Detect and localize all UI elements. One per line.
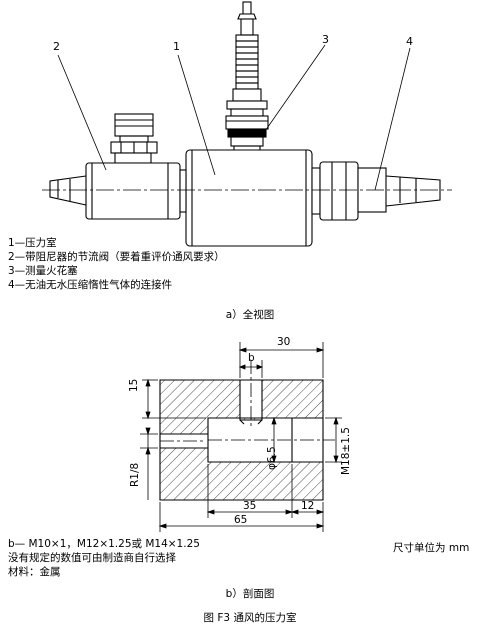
- dim-label-phi65: φ6.5: [266, 446, 278, 470]
- caption-section-view: b）剖面图: [225, 588, 275, 600]
- dim-m18: [325, 416, 342, 464]
- section-view-drawing: [140, 342, 342, 532]
- dim-label-65: 65: [234, 514, 248, 526]
- dim-r18: [140, 427, 158, 500]
- throttle-valve: [49, 113, 187, 220]
- dim-label-35: 35: [243, 500, 257, 512]
- callout-3: 3: [322, 33, 329, 46]
- dim-label-m18: M18±1.5: [340, 427, 352, 475]
- pressure-chamber-body: [185, 149, 313, 247]
- unit-note: 尺寸单位为 mm: [393, 542, 470, 554]
- dim-label-r18: R1/8: [129, 462, 141, 487]
- figure-title: 图 F3 通风的压力室: [203, 612, 297, 624]
- dim-30: [238, 342, 325, 378]
- dim-label-15: 15: [128, 378, 140, 392]
- leader-lines: [57, 44, 411, 191]
- dim-35-12: [206, 464, 325, 532]
- callout-1: 1: [173, 40, 180, 53]
- legend-item-4: 4—无油无水压缩惰性气体的连接件: [8, 279, 173, 291]
- dim-label-12: 12: [301, 500, 315, 512]
- dim-15: [142, 378, 206, 420]
- dim-b: [238, 360, 264, 378]
- dim-label-30: 30: [277, 336, 291, 348]
- note-b: b— M10×1，M12×1.25或 M14×1.25: [8, 538, 200, 550]
- legend-item-3: 3—测量火花塞: [8, 265, 78, 277]
- dim-phi65: [271, 416, 277, 464]
- caption-full-view: a）全视图: [225, 309, 275, 321]
- gas-connector: [311, 161, 441, 221]
- dim-label-b: b: [248, 352, 255, 364]
- callout-2: 2: [53, 40, 60, 53]
- note-manufacturer: 没有规定的数值可由制造商自行选择: [8, 552, 176, 564]
- legend-item-1: 1—压力室: [8, 237, 57, 249]
- note-material: 材料：金属: [8, 566, 61, 578]
- spark-plug: [225, 1, 269, 152]
- dim-65: [158, 502, 325, 532]
- full-view-drawing: [42, 1, 452, 247]
- legend-item-2: 2—带阻尼器的节流阀（要着重评价通风要求）: [8, 251, 225, 263]
- callout-4: 4: [406, 35, 413, 48]
